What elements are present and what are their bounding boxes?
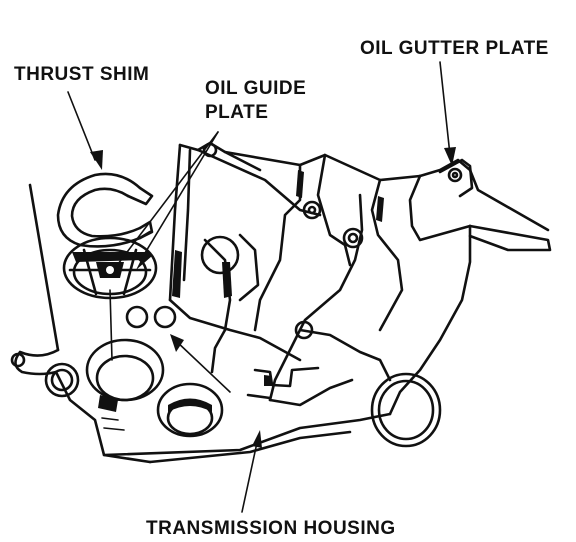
oil-guide-plate-label-line1: OIL GUIDE xyxy=(205,78,306,99)
oil-guide-plate-part xyxy=(62,236,158,361)
bearing-bores xyxy=(85,338,442,448)
transmission-housing-label: TRANSMISSION HOUSING xyxy=(146,518,396,539)
oil-guide-plate-label-line2: PLATE xyxy=(205,102,268,123)
callout-labels: THRUST SHIM OIL GUIDE PLATE OIL GUTTER P… xyxy=(14,38,549,539)
thrust-shim-part xyxy=(56,172,154,248)
leader-lines xyxy=(67,61,456,513)
thrust-shim-label: THRUST SHIM xyxy=(14,64,149,85)
oil-gutter-plate-part xyxy=(438,158,474,198)
bolt-holes xyxy=(10,142,364,398)
oil-gutter-plate-label: OIL GUTTER PLATE xyxy=(360,38,549,59)
